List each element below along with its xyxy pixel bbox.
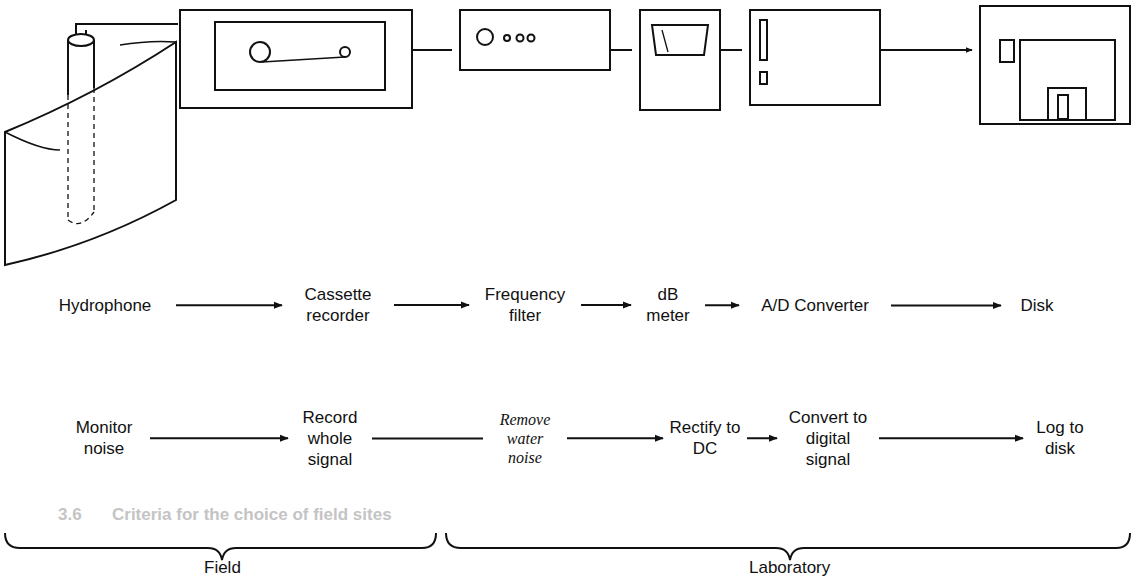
flow-arrow xyxy=(891,305,1001,307)
flow-arrow xyxy=(176,304,282,306)
floppy-label xyxy=(1048,88,1086,120)
step-text: Monitor noise xyxy=(64,417,144,459)
laboratory-bracket xyxy=(446,533,1130,560)
floppy xyxy=(1020,40,1115,120)
group-label: Laboratory xyxy=(749,558,830,578)
floppy-shutter xyxy=(1058,95,1068,119)
filter-box xyxy=(460,10,610,70)
step-label: A/D Converter xyxy=(745,295,885,316)
step-label: dB meter xyxy=(637,284,699,326)
tank-outline xyxy=(5,42,176,265)
reel xyxy=(340,47,350,57)
hydrophone-top xyxy=(68,34,94,46)
tape xyxy=(262,57,345,62)
group-label: Field xyxy=(204,558,241,578)
ad-bar xyxy=(760,20,767,60)
step-label: Convert to digital signal xyxy=(783,407,873,470)
flow-arrow xyxy=(394,304,469,306)
step-text: Frequency filter xyxy=(475,284,575,326)
step-text: Record whole signal xyxy=(294,407,366,470)
step-label: Frequency filter xyxy=(475,284,575,326)
step-text: Rectify to DC xyxy=(669,417,741,459)
hydrophone-hidden xyxy=(68,88,94,224)
knob xyxy=(477,29,493,45)
cable-b xyxy=(85,30,87,34)
step-text: Log to disk xyxy=(1029,417,1091,459)
flow-arrow xyxy=(705,304,739,306)
db-meter-box xyxy=(640,10,720,110)
signal-arrow xyxy=(412,49,972,51)
step-label: Disk xyxy=(1007,295,1067,316)
step-label: Log to disk xyxy=(1029,417,1091,459)
step-label: Cassette recorder xyxy=(288,284,388,326)
step-text: dB meter xyxy=(637,284,699,326)
step-text: Cassette recorder xyxy=(288,284,388,326)
knob xyxy=(528,35,535,42)
step-text: Disk xyxy=(1007,295,1067,316)
step-label: Rectify to DC xyxy=(669,417,741,459)
signal-arrow xyxy=(172,23,178,25)
cable xyxy=(76,24,172,34)
ad-converter-box xyxy=(750,10,880,105)
bleed-through-text: 3.6 xyxy=(58,505,82,525)
meter-needle xyxy=(662,30,668,52)
step-label: Record whole signal xyxy=(294,407,366,470)
step-text: Convert to digital signal xyxy=(783,407,873,470)
flow-arrow xyxy=(567,437,663,439)
disk-drive-box xyxy=(980,6,1130,124)
flow-arrow xyxy=(372,438,483,440)
flow-arrow xyxy=(879,437,1023,439)
step-text: Remove water noise xyxy=(489,410,561,467)
field-bracket xyxy=(5,533,436,560)
step-label: Hydrophone xyxy=(40,295,170,316)
step-text: Hydrophone xyxy=(40,295,170,316)
knob xyxy=(517,35,524,42)
step-label: Monitor noise xyxy=(64,417,144,459)
flow-arrow xyxy=(150,437,288,439)
ad-bar xyxy=(760,72,767,84)
floppy-slot xyxy=(1000,40,1014,62)
tank-rim xyxy=(5,41,176,150)
cassette-window xyxy=(215,22,385,90)
knob xyxy=(504,35,510,41)
flow-arrow xyxy=(581,304,631,306)
cassette-recorder-box xyxy=(180,10,412,108)
meter-window xyxy=(652,25,708,55)
bleed-through-text: Criteria for the choice of field sites xyxy=(112,505,392,525)
reel xyxy=(250,42,270,62)
hydrophone-body xyxy=(68,40,94,95)
step-text: A/D Converter xyxy=(745,295,885,316)
step-label: Remove water noise xyxy=(489,410,561,467)
flow-arrow xyxy=(747,437,777,439)
